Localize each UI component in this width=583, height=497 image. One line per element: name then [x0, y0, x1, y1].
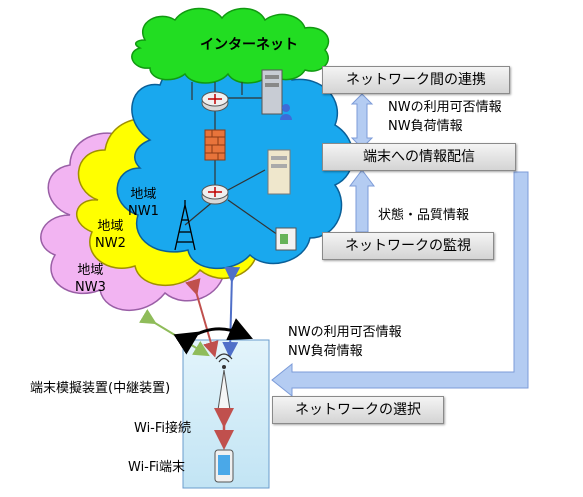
- emulator-label: 端末模擬装置(中継装置): [30, 381, 171, 396]
- antenna-tower-icon: [174, 200, 196, 251]
- region-nw1-label: 地域 NW1: [128, 186, 159, 220]
- server-icon: [261, 69, 292, 120]
- router-icon-2: [201, 184, 229, 205]
- smartphone-icon: [214, 449, 234, 483]
- coordination-box: ネットワーク間の連携: [322, 66, 510, 94]
- distribution-flow-arrow: [271, 171, 529, 398]
- monitoring-up-arrow: [349, 169, 375, 233]
- top-load-label: NW負荷情報: [388, 119, 463, 134]
- distribution-box: 端末への情報配信: [322, 143, 516, 171]
- wifi-connection-label: Wi-Fi接続: [134, 421, 192, 436]
- top-availability-label: NWの利用可否情報: [388, 100, 502, 115]
- server-icon-2: [267, 149, 291, 195]
- network-links: [139, 266, 253, 358]
- internet-label: インターネット: [200, 37, 298, 53]
- region-nw2-line2: NW2: [95, 236, 126, 251]
- mid-availability-label: NWの利用可否情報: [288, 325, 402, 340]
- region-nw3-label: 地域 NW3: [75, 262, 106, 296]
- nw1-cloud: [116, 57, 354, 269]
- firewall-icon: [204, 129, 226, 161]
- region-nw1-line1: 地域: [130, 187, 157, 202]
- wifi-terminal-label: Wi-Fi端末: [128, 460, 186, 475]
- monitoring-box: ネットワークの監視: [322, 232, 494, 260]
- region-nw2-label: 地域 NW2: [95, 218, 126, 252]
- status-quality-label: 状態・品質情報: [378, 208, 470, 223]
- router-icon: [201, 91, 229, 112]
- region-nw3-line1: 地域: [77, 263, 104, 278]
- mid-load-label: NW負荷情報: [288, 344, 363, 359]
- region-nw2-line1: 地域: [97, 219, 124, 234]
- gateway-device-icon: [275, 227, 297, 251]
- info-exchange-arrow: [350, 93, 374, 149]
- internet-cloud: [131, 7, 330, 84]
- selection-box: ネットワークの選択: [272, 396, 444, 424]
- region-nw3-line2: NW3: [75, 280, 106, 295]
- region-nw1-line2: NW1: [128, 204, 159, 219]
